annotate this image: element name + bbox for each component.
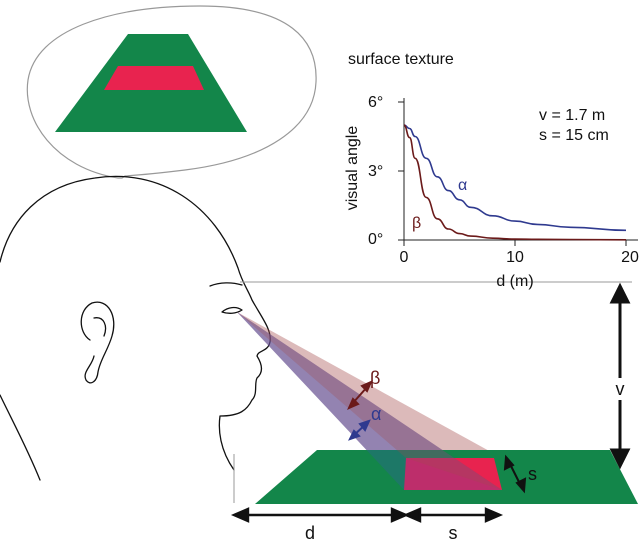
head-outline [0, 175, 271, 471]
eyebrow [209, 282, 243, 287]
y-axis-label: visual angle [344, 126, 361, 211]
texture-patch [404, 458, 502, 490]
thought-bubble [26, 5, 317, 179]
ear [80, 301, 115, 384]
head-profile [0, 175, 271, 481]
y-tick-labels: 6° 3° 0° [368, 94, 383, 248]
v-label: v [616, 379, 625, 399]
beta-wedge [237, 312, 502, 490]
beta-angle-arrow [347, 380, 373, 410]
series-alpha-label: α [458, 177, 467, 194]
y-tick-label: 3° [368, 163, 383, 180]
v-label-bg [611, 378, 629, 400]
x-tick-label: 10 [506, 249, 524, 266]
ear-inner [93, 317, 107, 337]
alpha-angle-arrow [348, 419, 371, 441]
series-beta-label: β [412, 215, 421, 232]
back-of-neck [0, 394, 41, 481]
size-s-arrow [402, 507, 504, 523]
series-alpha-line [403, 124, 627, 232]
x-axis-label: d (m) [496, 273, 533, 290]
y-tick-label: 0° [368, 231, 383, 248]
depth-s-arrow [503, 454, 527, 494]
height-v-arrow [609, 282, 631, 470]
bubble-texture-patch [104, 66, 204, 90]
x-tick-labels: 0 10 20 [400, 249, 639, 266]
x-tick-label: 20 [621, 249, 639, 266]
s-ground-label: s [449, 523, 458, 541]
distance-d-arrow [230, 507, 410, 523]
series-beta-line [403, 124, 627, 241]
d-label: d [305, 523, 315, 541]
alpha-wedge-overlay [237, 312, 502, 490]
y-tick-label: 6° [368, 94, 383, 111]
sight-wedges [237, 312, 502, 490]
s-depth-label: s [528, 464, 537, 484]
beta-wedge-overlay [237, 312, 502, 490]
param-s: s = 15 cm [539, 127, 609, 144]
param-v: v = 1.7 m [539, 107, 605, 124]
alpha-wedge [237, 312, 502, 490]
x-tick-label: 0 [400, 249, 409, 266]
beta-label: β [370, 368, 380, 388]
alpha-label: α [371, 404, 381, 424]
inset-chart: surface texture visual angle 6° 3° 0° 0 … [344, 51, 639, 290]
eye [221, 306, 243, 314]
chart-title: surface texture [348, 51, 454, 68]
